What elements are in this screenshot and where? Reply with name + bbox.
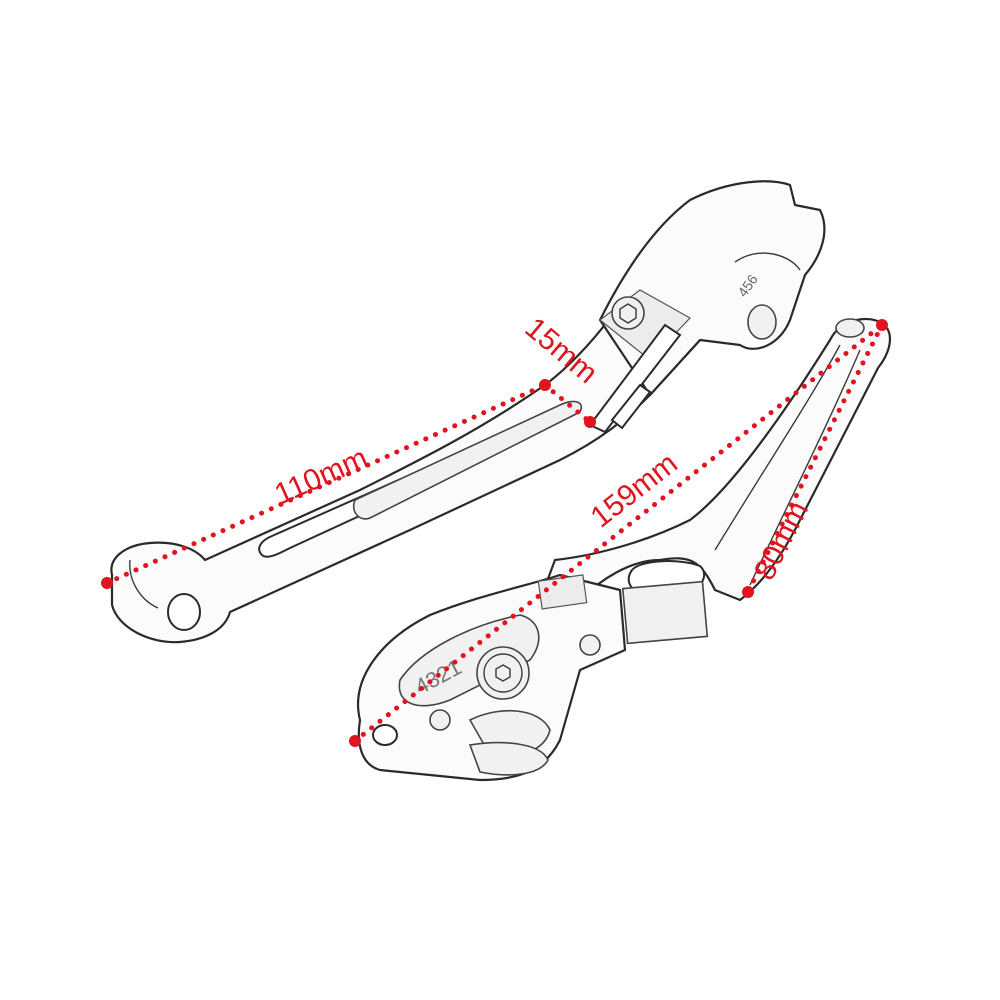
- upper-lever: 456: [110, 180, 826, 644]
- upper-hinge-slit: [588, 323, 682, 434]
- upper-hex-bolt: [611, 296, 645, 330]
- upper-pivot-hole: [167, 593, 201, 631]
- lower-lever: 4321: [357, 318, 891, 782]
- lower-hex-bolt: [476, 646, 530, 700]
